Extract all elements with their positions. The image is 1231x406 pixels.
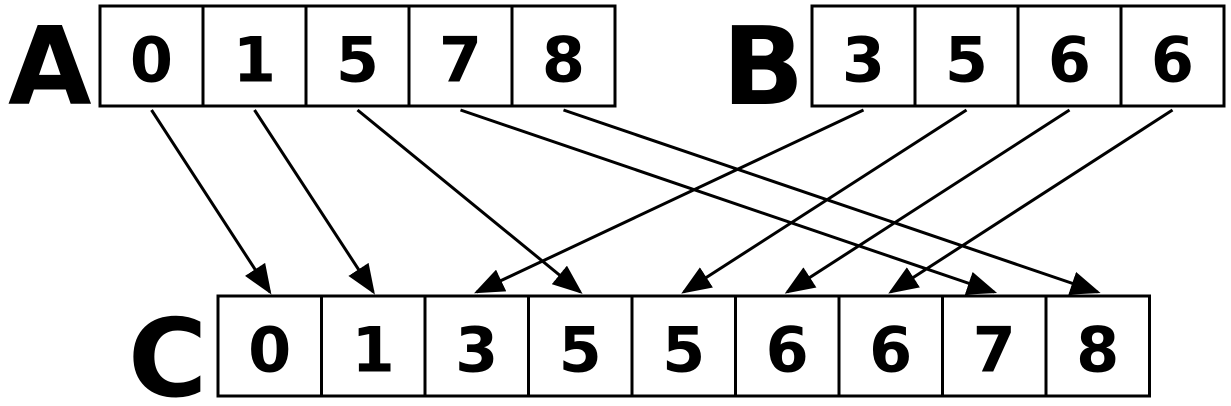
merge-arrow-b0-to-c2 xyxy=(474,108,865,294)
array-c-cell: 3 xyxy=(423,294,530,398)
cell-value: 5 xyxy=(336,24,379,97)
cell-box xyxy=(304,4,411,108)
cell-box xyxy=(201,4,308,108)
cell-value: 8 xyxy=(1076,314,1119,387)
cell-value: 5 xyxy=(662,314,705,387)
array-a-cell: 1 xyxy=(201,4,308,108)
array-b-cell: 6 xyxy=(1016,4,1123,108)
cell-value: 1 xyxy=(233,24,276,97)
cell-value: 1 xyxy=(352,314,395,387)
cell-value: 3 xyxy=(455,314,498,387)
array-b-cell: 6 xyxy=(1119,4,1226,108)
array-c-cell: 5 xyxy=(630,294,737,398)
array-c-label: C xyxy=(128,297,207,406)
cell-value: 3 xyxy=(842,24,885,97)
array-c-cell: 7 xyxy=(941,294,1048,398)
cell-value: 5 xyxy=(559,314,602,387)
merge-arrow-a4-to-c8 xyxy=(563,108,1101,295)
cell-box xyxy=(98,4,205,108)
cell-value: 7 xyxy=(439,24,482,97)
array-c-cell: 0 xyxy=(216,294,323,398)
cell-value: 6 xyxy=(1151,24,1194,97)
cell-box xyxy=(320,294,427,398)
cell-box xyxy=(407,4,514,108)
array-c-cell: 1 xyxy=(320,294,427,398)
cell-box xyxy=(510,4,617,108)
cell-box xyxy=(527,294,634,398)
cell-value: 6 xyxy=(1048,24,1091,97)
merge-arrow-b1-to-c4 xyxy=(681,108,968,294)
cell-box xyxy=(630,294,737,398)
array-a-cell: 7 xyxy=(407,4,514,108)
cell-value: 0 xyxy=(130,24,173,97)
merge-arrow-a0-to-c0 xyxy=(150,109,272,295)
array-a-cell: 5 xyxy=(304,4,411,108)
merge-arrow-b2-to-c5 xyxy=(784,108,1071,294)
cell-box xyxy=(1044,294,1151,398)
array-c-cell: 8 xyxy=(1044,294,1151,398)
cell-value: 5 xyxy=(945,24,988,97)
cell-value: 6 xyxy=(766,314,809,387)
array-a-cell: 0 xyxy=(98,4,205,108)
merge-arrow-a1-to-c1 xyxy=(253,109,375,295)
array-b-cell: 3 xyxy=(810,4,917,108)
cell-value: 0 xyxy=(248,314,291,387)
merge-arrow-a2-to-c3 xyxy=(356,108,583,294)
array-b-label: B xyxy=(722,5,804,130)
cell-box xyxy=(810,4,917,108)
cell-value: 8 xyxy=(542,24,585,97)
array-c-cell: 5 xyxy=(527,294,634,398)
cell-box xyxy=(423,294,530,398)
merge-arrows xyxy=(150,108,1174,295)
array-c-cell: 6 xyxy=(837,294,944,398)
array-c-cell: 6 xyxy=(734,294,841,398)
cell-value: 6 xyxy=(869,314,912,387)
array-a-cell: 8 xyxy=(510,4,617,108)
merge-arrow-b3-to-c6 xyxy=(888,108,1174,294)
array-a-label: A xyxy=(8,5,92,130)
array-b-cell: 5 xyxy=(913,4,1020,108)
merge-arrow-a3-to-c7 xyxy=(460,108,998,295)
cell-box xyxy=(1119,4,1226,108)
cell-box xyxy=(216,294,323,398)
cell-value: 7 xyxy=(973,314,1016,387)
